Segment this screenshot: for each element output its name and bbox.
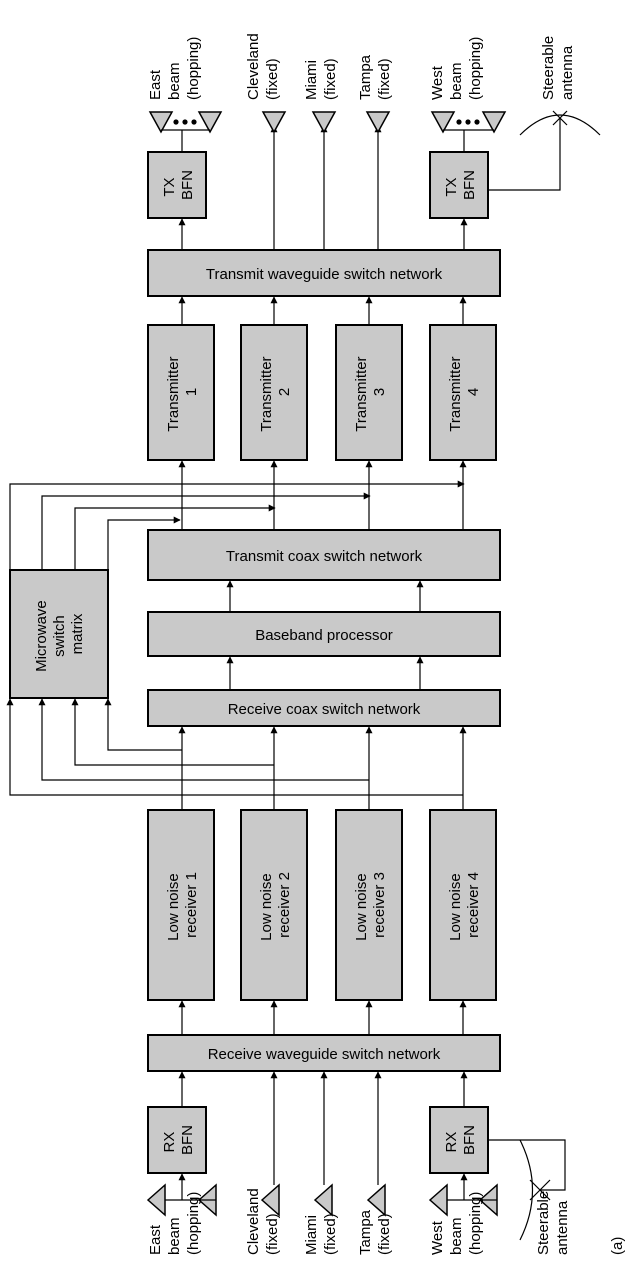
receive-coax-switch-network xyxy=(147,689,501,727)
tx-antenna-miami xyxy=(311,111,337,134)
rx-label-cleveland: Cleveland (fixed) xyxy=(245,1184,281,1255)
rx-steerable-antenna-dish xyxy=(519,1139,533,1241)
baseband-label: Baseband processor xyxy=(255,627,393,644)
tx-label-west: West beam (hopping) xyxy=(429,37,484,100)
transmitter-3 xyxy=(335,324,403,461)
tx-bfn-east-label: TX BFN xyxy=(161,170,196,200)
rx-label-west: West beam (hopping) xyxy=(429,1192,484,1255)
microwave-switch-matrix xyxy=(9,569,109,699)
transmitter-4-label: Transmitter 4 xyxy=(447,352,482,431)
receive-coax-label: Receive coax switch network xyxy=(228,701,421,718)
receiver-1-label: Low noise receiver 1 xyxy=(165,869,200,941)
tx-antenna-cleveland xyxy=(261,111,287,134)
tx-label-east: East beam (hopping) xyxy=(147,37,202,100)
rx-antenna-east-1 xyxy=(146,1183,166,1217)
transmitter-4 xyxy=(429,324,497,461)
tx-west-dot-1 xyxy=(456,119,462,125)
baseband-processor xyxy=(147,611,501,657)
rx-bfn-west xyxy=(429,1106,489,1174)
tx-east-dot-3 xyxy=(191,119,197,125)
receiver-2-label: Low noise receiver 2 xyxy=(258,869,293,941)
tx-east-dot-2 xyxy=(182,119,188,125)
low-noise-receiver-3 xyxy=(335,809,403,1001)
transmitter-1-label: Transmitter 1 xyxy=(165,352,200,431)
tx-label-tampa: Tampa (fixed) xyxy=(357,51,393,100)
transmitter-2 xyxy=(240,324,308,461)
rx-antenna-tampa xyxy=(366,1183,386,1217)
tx-antenna-west-2 xyxy=(481,111,507,134)
rx-antenna-west-1 xyxy=(428,1183,448,1217)
transmitter-1 xyxy=(147,324,215,461)
tx-bfn-east xyxy=(147,151,207,219)
low-noise-receiver-1 xyxy=(147,809,215,1001)
rx-antenna-miami xyxy=(313,1183,333,1217)
rx-bfn-east xyxy=(147,1106,207,1174)
tx-steerable-antenna-dish xyxy=(519,114,601,136)
rx-label-tampa: Tampa (fixed) xyxy=(357,1206,393,1255)
tx-west-dot-2 xyxy=(465,119,471,125)
tx-antenna-west-1 xyxy=(430,111,456,134)
transmitter-2-label: Transmitter 2 xyxy=(258,352,293,431)
transmit-coax-switch-network xyxy=(147,529,501,581)
tx-antenna-east-1 xyxy=(148,111,174,134)
figure-label: (a) xyxy=(609,1237,626,1255)
tx-label-cleveland: Cleveland (fixed) xyxy=(245,29,281,100)
rx-label-steerable: Steerable antenna xyxy=(535,1187,571,1255)
rx-antenna-cleveland xyxy=(260,1183,280,1217)
tx-label-steerable: Steerable antenna xyxy=(540,32,576,100)
transmitter-3-label: Transmitter 3 xyxy=(353,352,388,431)
low-noise-receiver-2 xyxy=(240,809,308,1001)
rx-label-miami: Miami (fixed) xyxy=(303,1211,339,1255)
transmit-waveguide-switch-network xyxy=(147,249,501,297)
receiver-3-label: Low noise receiver 3 xyxy=(353,869,388,941)
tx-antenna-east-2 xyxy=(197,111,223,134)
tx-antenna-tampa xyxy=(365,111,391,134)
rx-bfn-east-label: RX BFN xyxy=(161,1125,196,1155)
tx-east-dot-1 xyxy=(173,119,179,125)
tx-bfn-west xyxy=(429,151,489,219)
tx-west-dot-3 xyxy=(474,119,480,125)
rx-bfn-west-label: RX BFN xyxy=(443,1125,478,1155)
receiver-4-label: Low noise receiver 4 xyxy=(447,869,482,941)
microwave-matrix-label: Microwave switch matrix xyxy=(33,596,86,672)
receive-waveguide-label: Receive waveguide switch network xyxy=(208,1046,441,1063)
tx-bfn-west-label: TX BFN xyxy=(443,170,478,200)
transmit-coax-label: Transmit coax switch network xyxy=(226,548,423,565)
tx-label-miami: Miami (fixed) xyxy=(303,56,339,100)
transmit-waveguide-label: Transmit waveguide switch network xyxy=(206,266,443,283)
rx-label-east: East beam (hopping) xyxy=(147,1192,202,1255)
receive-waveguide-switch-network xyxy=(147,1034,501,1072)
